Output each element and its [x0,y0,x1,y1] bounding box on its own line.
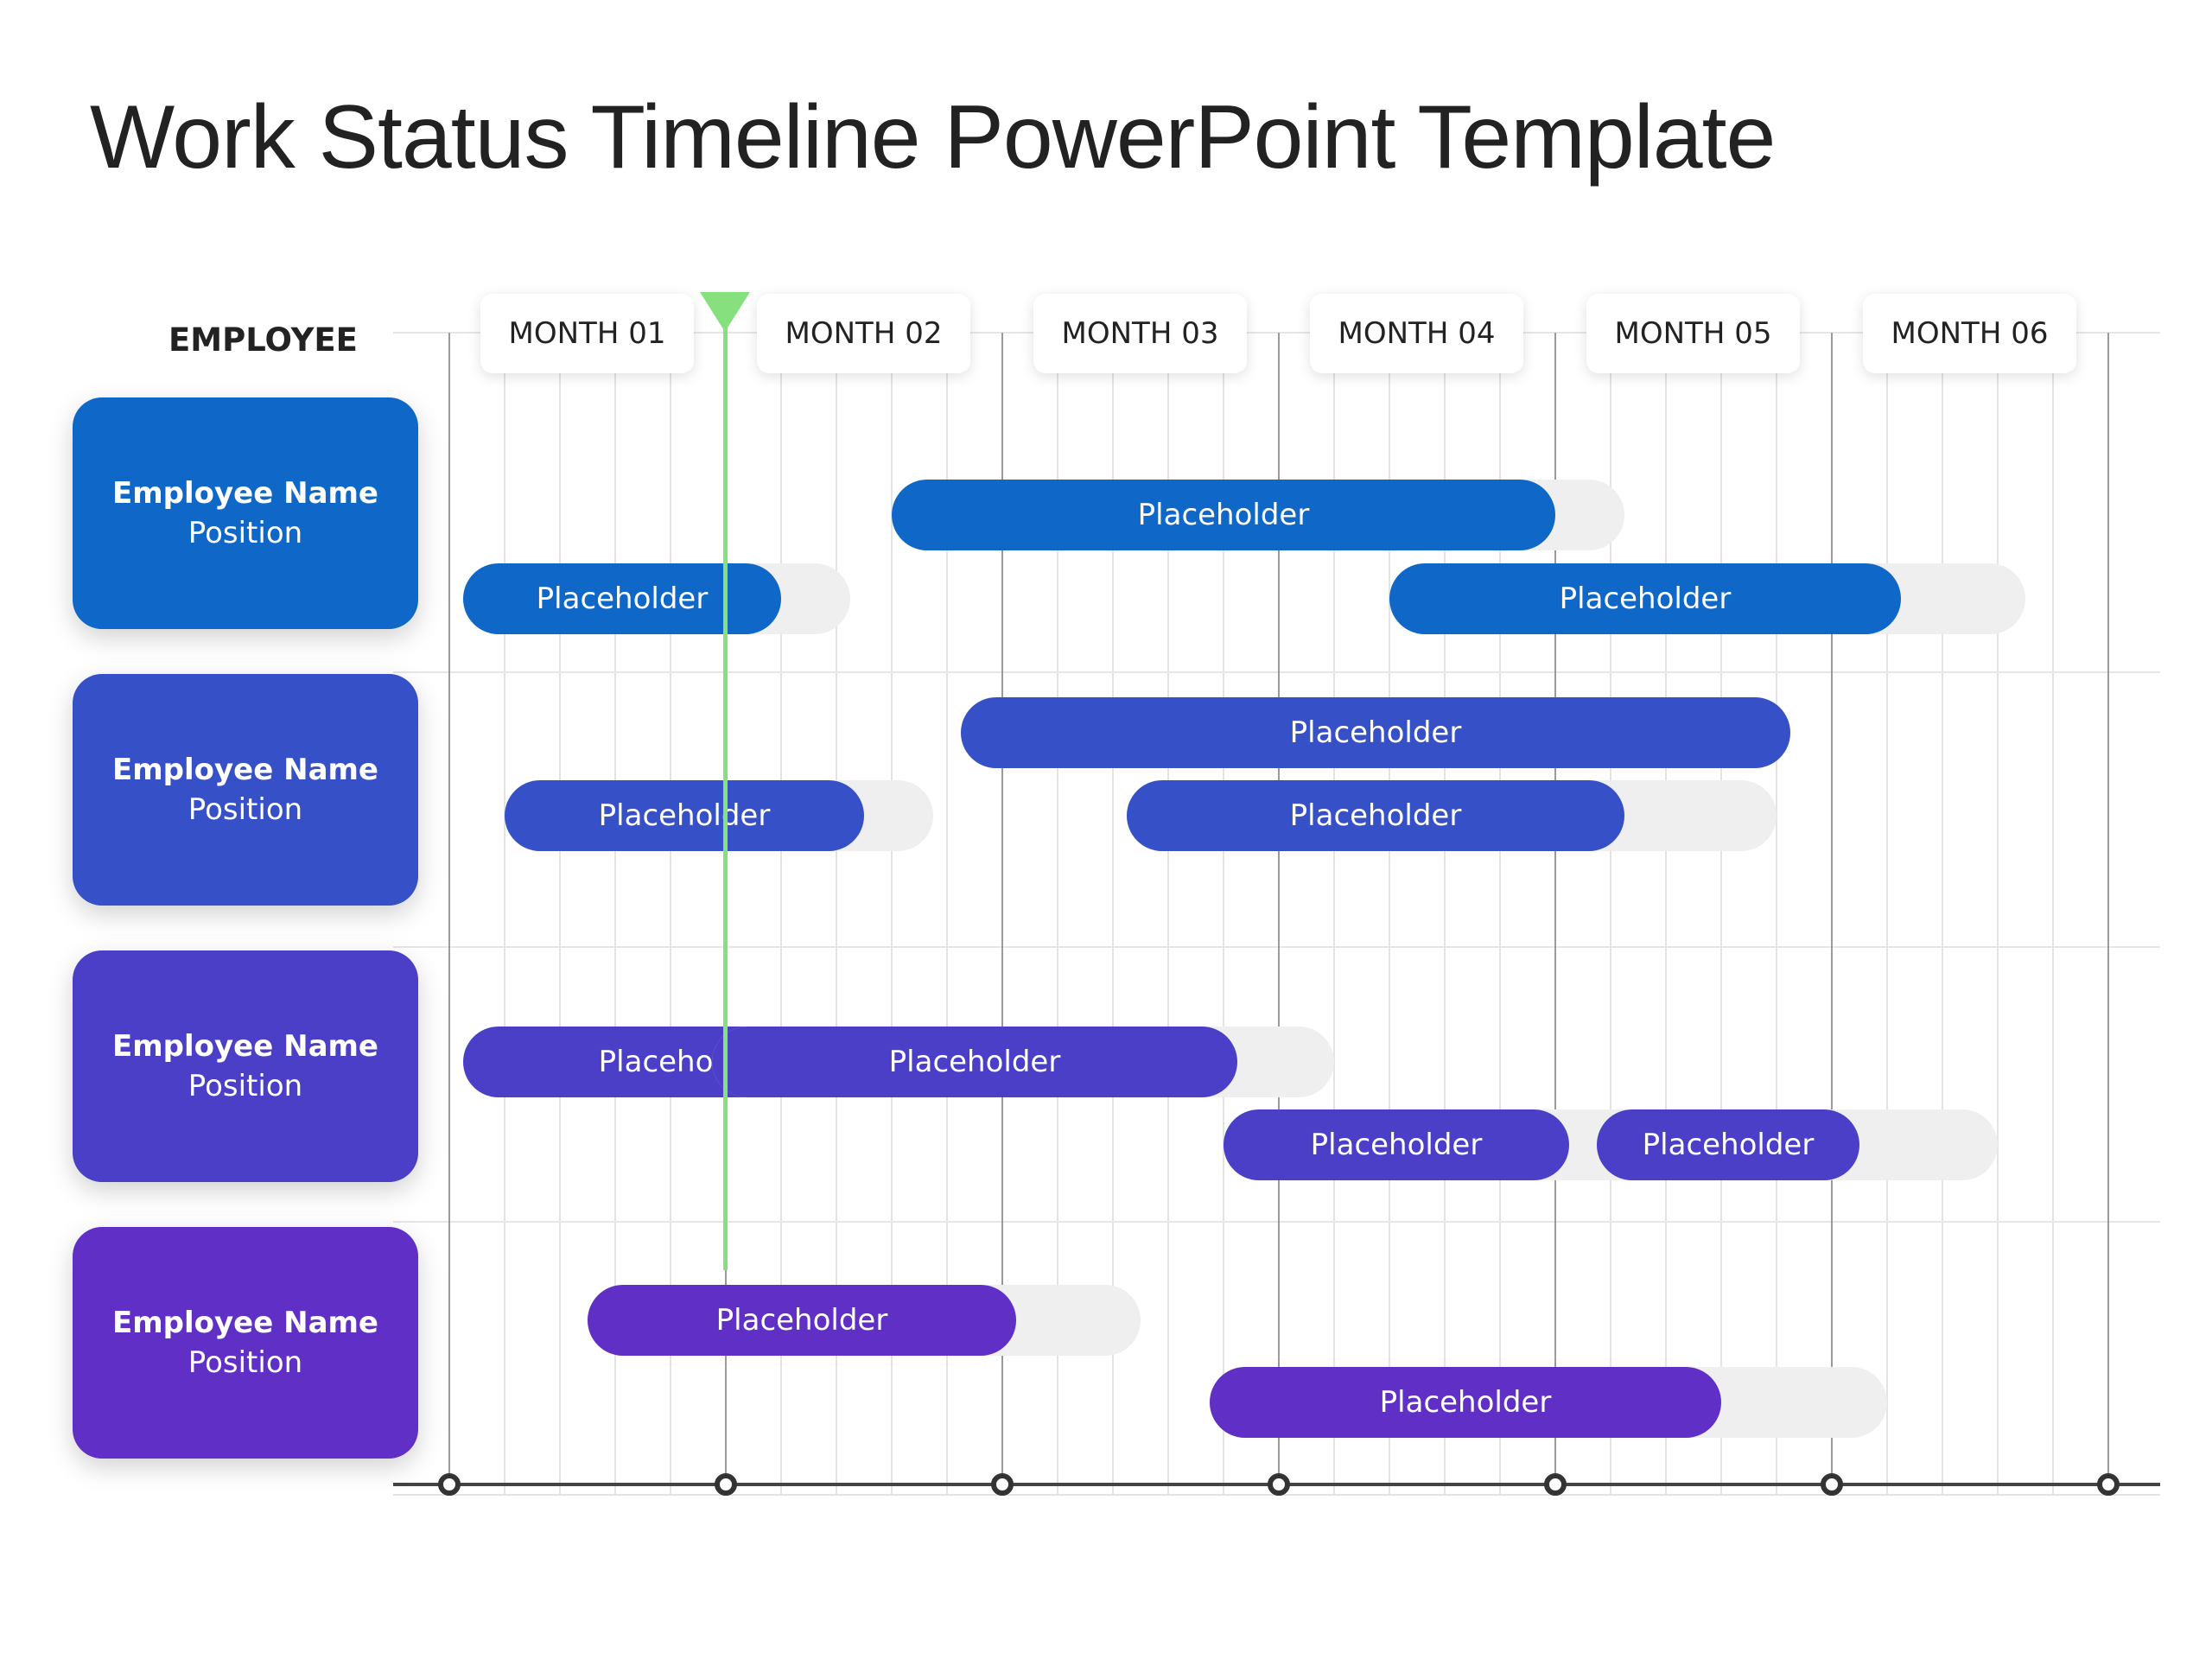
axis-node-icon [438,1473,461,1496]
axis-node-icon [1821,1473,1843,1496]
month-header: MONTH 04 [1310,294,1523,373]
axis-node-icon [2097,1473,2120,1496]
slide-title: Work Status Timeline PowerPoint Template [90,87,1776,188]
month-header: MONTH 06 [1863,294,2076,373]
task-bar[interactable]: Placeholder [463,563,781,634]
month-header: MONTH 02 [757,294,970,373]
axis-node-icon [715,1473,737,1496]
task-bar[interactable]: Placeholder [892,480,1555,550]
task-bar[interactable]: Placeholder [1224,1109,1569,1180]
employee-name: Employee Name [111,1029,378,1064]
employee-column-header: EMPLOYEE [168,321,358,359]
current-time-marker-line[interactable] [723,320,728,1270]
task-bar[interactable]: Placeholder [961,697,1790,768]
employee-position: Position [188,792,303,827]
month-header: MONTH 05 [1586,294,1800,373]
employee-position: Position [188,1069,303,1103]
current-time-marker-icon[interactable] [700,292,750,332]
employee-name: Employee Name [111,476,378,511]
employee-position: Position [188,1345,303,1380]
task-bar[interactable]: Placeholder [712,1027,1237,1097]
employee-position: Position [188,516,303,550]
task-bar[interactable]: Placeholder [1389,563,1901,634]
task-bar[interactable]: Placeholder [505,780,864,851]
axis-node-icon [1268,1473,1290,1496]
task-bar[interactable]: Placeholder [1597,1109,1859,1180]
task-bar[interactable]: Placeholder [1127,780,1624,851]
axis-node-icon [991,1473,1014,1496]
employee-name: Employee Name [111,1306,378,1340]
month-header: MONTH 01 [480,294,694,373]
task-bar[interactable]: Placeholder [588,1285,1016,1356]
axis-node-icon [1544,1473,1567,1496]
month-header: MONTH 03 [1033,294,1247,373]
task-bar[interactable]: Placeholder [1210,1367,1721,1438]
employee-name: Employee Name [111,753,378,787]
